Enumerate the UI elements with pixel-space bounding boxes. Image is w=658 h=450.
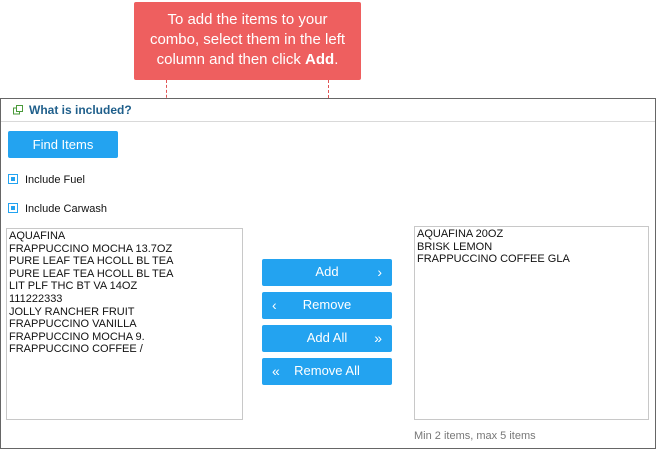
- callout-add-emphasis: Add: [305, 51, 335, 68]
- add-button[interactable]: Add ›: [262, 259, 392, 286]
- include-carwash-option[interactable]: Include Carwash: [8, 202, 107, 216]
- add-all-button[interactable]: Add All »: [262, 325, 392, 352]
- list-item[interactable]: FRAPPUCCINO MOCHA 9.: [9, 330, 145, 343]
- chevron-right-icon: ›: [377, 264, 382, 280]
- list-item[interactable]: PURE LEAF TEA HCOLL BL TEA: [9, 267, 174, 280]
- list-item[interactable]: FRAPPUCCINO MOCHA 13.7OZ: [9, 242, 173, 255]
- list-item[interactable]: AQUAFINA 20OZ: [417, 228, 504, 240]
- remove-button-label: Remove: [302, 297, 352, 312]
- available-items-list[interactable]: AQUAFINA FRAPPUCCINO MOCHA 13.7OZ PURE L…: [6, 228, 243, 420]
- callout-line-3-prefix: column and then click: [156, 51, 306, 68]
- include-fuel-option[interactable]: Include Fuel: [8, 173, 85, 187]
- list-item[interactable]: FRAPPUCCINO COFFEE GLA: [417, 253, 570, 266]
- add-button-label: Add: [315, 264, 339, 279]
- callout-line-3-suffix: .: [334, 51, 339, 68]
- copy-icon: [13, 105, 23, 115]
- double-chevron-right-icon: »: [374, 330, 382, 346]
- callout-line-3: column and then click Add.: [140, 50, 355, 70]
- find-items-button[interactable]: Find Items: [8, 131, 118, 158]
- include-carwash-label: Include Carwash: [25, 203, 107, 215]
- callout-line-2: combo, select them in the left: [149, 31, 346, 48]
- instruction-callout: To add the items to your combo, select t…: [134, 2, 361, 80]
- selection-limit-hint: Min 2 items, max 5 items: [414, 430, 536, 442]
- list-item[interactable]: JOLLY RANCHER FRUIT: [9, 305, 135, 318]
- list-item[interactable]: AQUAFINA: [9, 230, 66, 242]
- list-item[interactable]: 111222333: [9, 292, 63, 305]
- include-carwash-checkbox[interactable]: [8, 203, 18, 214]
- chevron-left-icon: ‹: [272, 297, 277, 313]
- list-item[interactable]: FRAPPUCCINO COFFEE /: [9, 343, 143, 356]
- remove-button[interactable]: ‹ Remove: [262, 292, 392, 319]
- remove-all-button[interactable]: « Remove All: [262, 358, 392, 385]
- include-fuel-checkbox[interactable]: [8, 174, 18, 185]
- callout-line-1: To add the items to your: [167, 11, 328, 28]
- selected-items-list[interactable]: AQUAFINA 20OZ BRISK LEMON FRAPPUCCINO CO…: [414, 226, 649, 420]
- list-item[interactable]: FRAPPUCCINO VANILLA: [9, 318, 137, 331]
- remove-all-button-label: Remove All: [294, 363, 360, 378]
- include-fuel-label: Include Fuel: [25, 174, 85, 186]
- panel-header: What is included?: [1, 99, 655, 122]
- list-item[interactable]: BRISK LEMON: [417, 240, 493, 253]
- list-item[interactable]: LIT PLF THC BT VA 14OZ: [9, 280, 138, 293]
- list-item[interactable]: PURE LEAF TEA HCOLL BL TEA: [9, 255, 174, 268]
- add-all-button-label: Add All: [306, 330, 348, 345]
- panel-title: What is included?: [29, 103, 132, 117]
- double-chevron-left-icon: «: [272, 363, 280, 379]
